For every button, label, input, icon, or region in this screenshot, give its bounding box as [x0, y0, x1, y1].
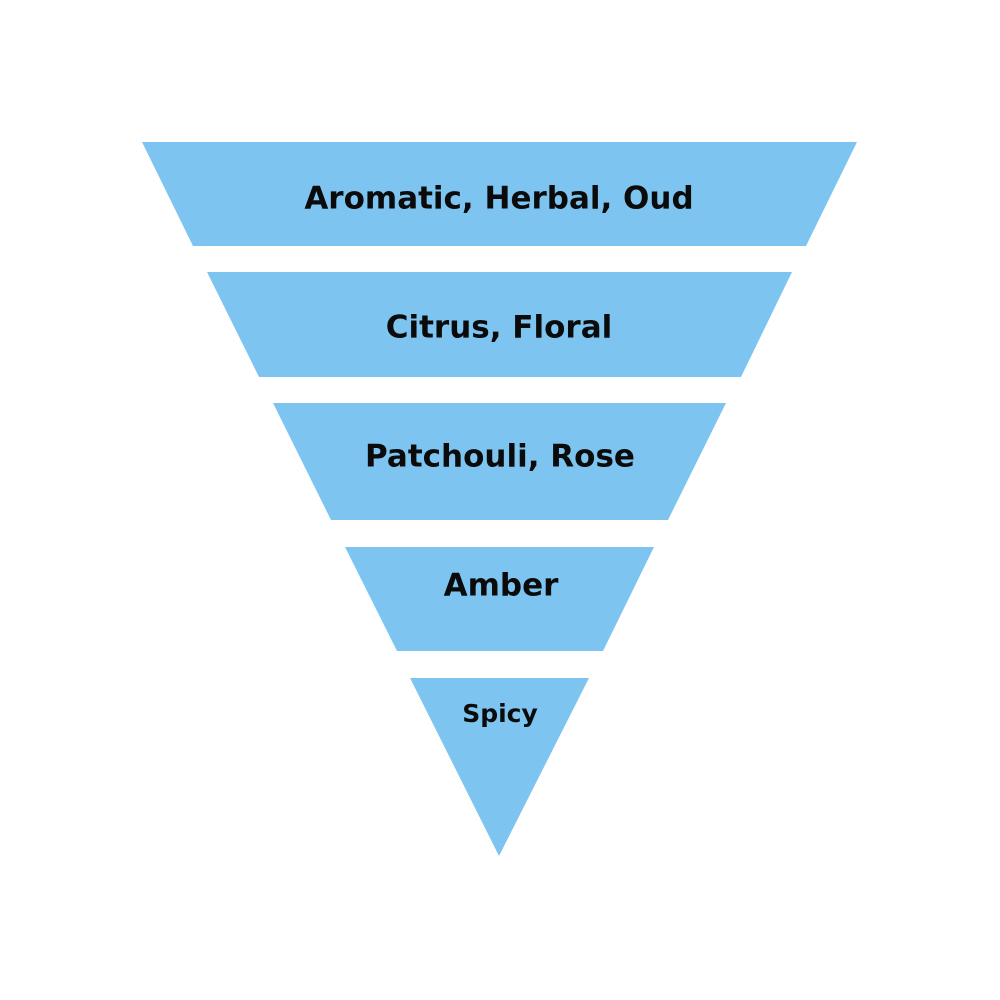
funnel-segment [273, 403, 726, 520]
funnel-level-1: Aromatic, Herbal, Oud [142, 142, 857, 246]
funnel-label: Amber [444, 568, 560, 604]
funnel-segment [207, 272, 792, 377]
funnel-level-2: Citrus, Floral [207, 272, 792, 377]
funnel-segment [345, 547, 654, 651]
funnel-label: Patchouli, Rose [365, 439, 635, 475]
funnel-level-5: Spicy [410, 678, 589, 856]
funnel-label: Aromatic, Herbal, Oud [304, 181, 693, 217]
funnel-level-4: Amber [345, 547, 654, 651]
funnel-segment [142, 142, 857, 246]
funnel-label: Spicy [462, 699, 538, 728]
funnel-segment [410, 678, 589, 856]
funnel-label: Citrus, Floral [386, 310, 613, 346]
funnel-level-3: Patchouli, Rose [273, 403, 726, 520]
